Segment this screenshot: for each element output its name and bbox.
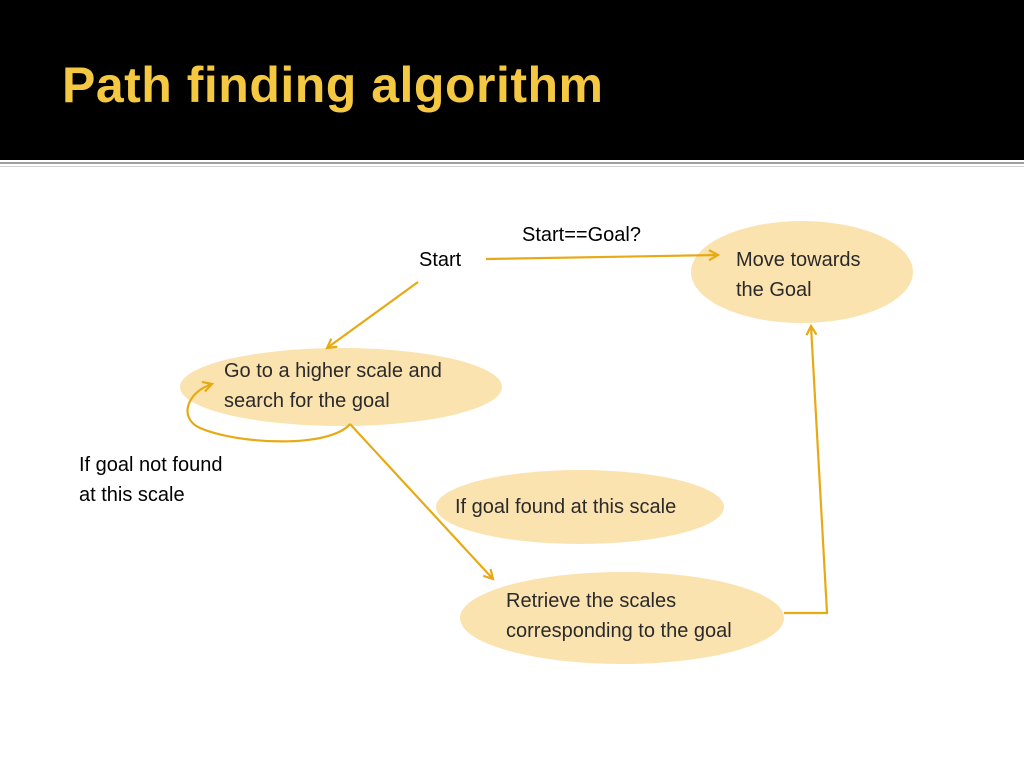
- node-goal-found: [436, 470, 724, 544]
- start-label: Start: [419, 249, 462, 271]
- goal-not-found-label: If goal not found at this scale: [79, 450, 222, 510]
- node-retrieve-scales: [460, 572, 784, 664]
- arrow-start-to-higher-scale: [327, 281, 419, 348]
- header-divider-thin: [0, 166, 1024, 167]
- arrow-start-to-move-goal: [485, 255, 718, 259]
- goal-not-found-line-1: If goal not found: [79, 454, 223, 476]
- higher-scale-label: Go to a higher scale and search for the …: [224, 356, 442, 416]
- retrieve-scales-line-2: corresponding to the goal: [506, 620, 732, 642]
- node-higher-scale: [180, 348, 502, 426]
- slide-title: Path finding algorithm: [62, 57, 604, 113]
- move-towards-goal-line-1: Move towards: [736, 249, 861, 271]
- goal-not-found-line-2: at this scale: [79, 484, 185, 506]
- header-divider: [0, 162, 1024, 164]
- node-move-towards-goal: [691, 221, 913, 323]
- retrieve-scales-line-1: Retrieve the scales: [506, 590, 677, 612]
- move-towards-goal-label: Move towards the Goal: [736, 245, 861, 305]
- move-towards-goal-line-2: the Goal: [736, 279, 812, 301]
- start-goal-condition-label: Start==Goal?: [522, 224, 641, 246]
- retrieve-scales-label: Retrieve the scales corresponding to the…: [506, 586, 732, 646]
- slide-header: Path finding algorithm: [0, 0, 1024, 160]
- arrow-higher-scale-to-retrieve: [349, 423, 493, 579]
- goal-found-label: If goal found at this scale: [455, 496, 677, 518]
- arrow-self-loop-higher-scale: [186, 384, 351, 443]
- arrow-retrieve-to-move-goal: [784, 326, 829, 615]
- higher-scale-line-2: search for the goal: [224, 390, 390, 412]
- higher-scale-line-1: Go to a higher scale and: [224, 360, 442, 382]
